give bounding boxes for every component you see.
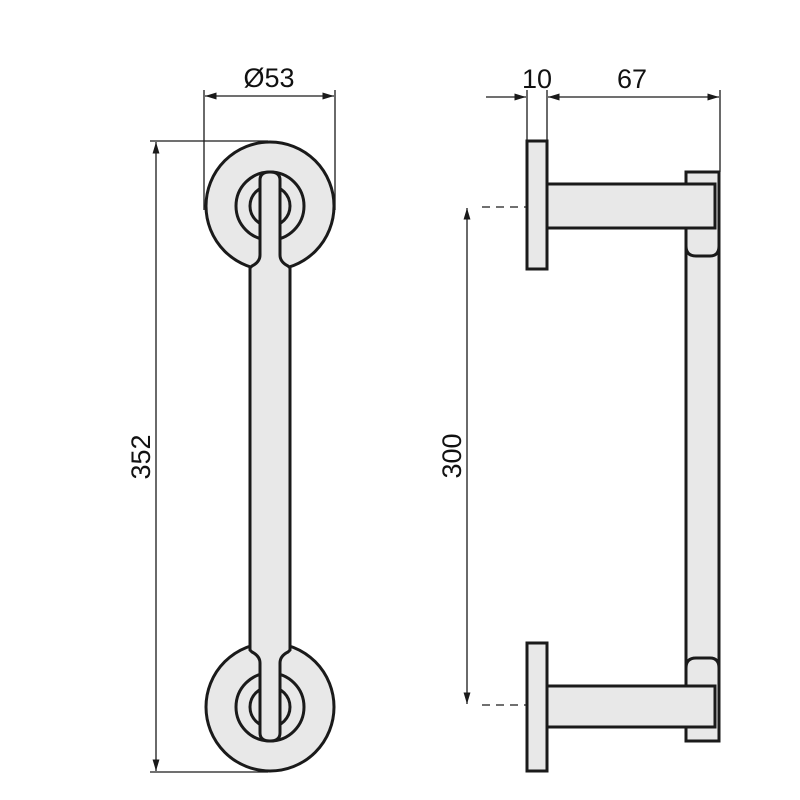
bottom-base-plate <box>525 641 549 773</box>
grip-bar <box>684 170 721 743</box>
grip-bar-joint-bottom <box>684 656 721 669</box>
handle-bar <box>248 170 292 743</box>
top-base-plate <box>525 139 549 271</box>
diameter-label: Ø53 <box>243 63 294 93</box>
projection-label: 67 <box>617 64 647 94</box>
grip-bar-joint-top <box>684 245 721 258</box>
length-label: 352 <box>126 434 156 479</box>
bottom-post <box>545 684 717 729</box>
side-view: 10 67 300 <box>437 64 721 773</box>
thickness-label: 10 <box>522 64 552 94</box>
front-view: Ø53 352 <box>126 63 336 773</box>
center-distance-label: 300 <box>437 433 467 478</box>
top-post <box>545 182 717 230</box>
